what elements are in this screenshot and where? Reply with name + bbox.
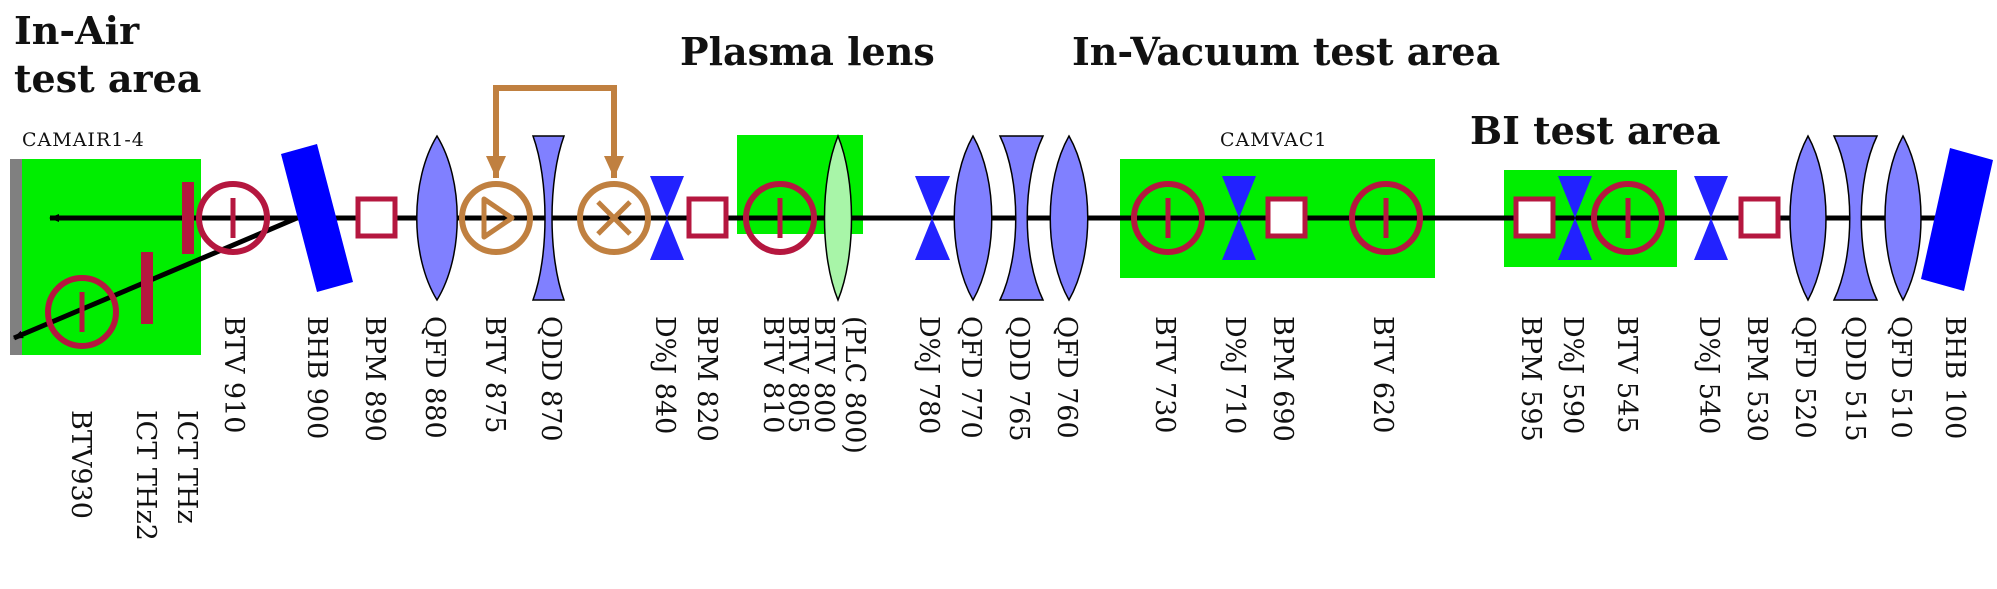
- quad-qfd770: [953, 134, 993, 302]
- camera-label-in-air: CAMAIR1-4: [22, 129, 145, 151]
- label-bhb900: BHB 900: [301, 316, 332, 439]
- quad-qfd760: [1049, 134, 1089, 302]
- label-bpm820: BPM 820: [691, 316, 722, 442]
- label-qfd880: QFD 880: [419, 316, 450, 439]
- label-ict-thz: ICT THz: [171, 410, 202, 524]
- bpm820: [686, 196, 729, 239]
- corrector-dj780: [915, 176, 950, 260]
- bpm530: [1738, 196, 1781, 239]
- corrector-dj540: [1694, 176, 1728, 260]
- quad-qfd510: [1884, 134, 1922, 302]
- label-dj590: D%J 590: [1557, 316, 1588, 434]
- screen-btv910: [196, 181, 270, 255]
- label-qfd520: QFD 520: [1789, 316, 1820, 439]
- label-btv910: BTV 910: [218, 316, 249, 433]
- screen-btv930: [45, 275, 119, 349]
- screen-btv545: [1591, 181, 1665, 255]
- quad-qdd515: [1832, 135, 1879, 301]
- plasma-lens-plc800: [823, 134, 853, 302]
- play-btv875: [459, 181, 533, 255]
- corrector-dj710: [1222, 176, 1256, 260]
- in-air-title-line2: test area: [14, 56, 201, 101]
- quad-qfd520: [1789, 134, 1827, 302]
- label-btv620: BTV 620: [1367, 316, 1398, 433]
- label-ict-thz2: ICT THz2: [130, 410, 161, 541]
- screen-btv620: [1349, 181, 1423, 255]
- bent-beam-arrow: [13, 215, 298, 341]
- beam-dump: [10, 159, 22, 355]
- ict-thz: [182, 182, 194, 254]
- quad-qdd870: [531, 135, 566, 301]
- label-qdd515: QDD 515: [1839, 316, 1870, 442]
- plasma-lens-title: Plasma lens: [680, 29, 935, 74]
- loop-arrow-right: [604, 156, 624, 178]
- cross-btv870: [577, 181, 651, 255]
- quad-qfd880: [416, 134, 458, 302]
- label-qdd765: QDD 765: [1003, 316, 1034, 442]
- label-qdd870: QDD 870: [535, 316, 566, 442]
- bpm890: [355, 196, 398, 239]
- label-bpm530: BPM 530: [1741, 316, 1772, 442]
- screen-btv730: [1131, 181, 1205, 255]
- label-bpm690: BPM 690: [1267, 316, 1298, 442]
- ict-thz2: [141, 252, 153, 324]
- label-btv545: BTV 545: [1611, 316, 1642, 433]
- label-dj840: D%J 840: [649, 316, 680, 434]
- label-bhb100: BHB 100: [1939, 316, 1970, 439]
- label-bpm595: BPM 595: [1515, 316, 1546, 442]
- label-btv810: BTV 810: [757, 316, 788, 433]
- bend-bhb900: [281, 144, 353, 292]
- label-bpm890: BPM 890: [359, 316, 390, 442]
- screen-btv810: [743, 181, 817, 255]
- loop-arrow-left: [486, 156, 506, 178]
- label-btv930: BTV930: [65, 410, 96, 519]
- bpm595: [1513, 196, 1556, 239]
- label-dj540: D%J 540: [1693, 316, 1724, 434]
- camera-label-in-vacuum: CAMVAC1: [1220, 129, 1328, 151]
- label-dj710: D%J 710: [1219, 316, 1250, 434]
- bend-bhb100: [1921, 148, 1993, 291]
- quad-qdd765: [998, 135, 1045, 301]
- label-btv800: BTV 800: [808, 316, 839, 433]
- feedback-loop: [493, 85, 617, 178]
- label-btv805: BTV 805: [782, 316, 813, 433]
- label-qfd770: QFD 770: [955, 316, 986, 439]
- bi-title: BI test area: [1470, 108, 1720, 153]
- label-qfd760: QFD 760: [1051, 316, 1082, 439]
- label-dj780: D%J 780: [913, 316, 944, 434]
- label-qfd510: QFD 510: [1885, 316, 1916, 439]
- label-btv730: BTV 730: [1149, 316, 1180, 433]
- in-vacuum-title: In-Vacuum test area: [1072, 29, 1500, 74]
- label-btv875: BTV 875: [479, 316, 510, 433]
- label-plc800: (PLC 800): [839, 316, 870, 454]
- in-air-title-line1: In-Air: [14, 8, 140, 53]
- corrector-dj590: [1558, 176, 1592, 260]
- corrector-dj840: [650, 176, 684, 260]
- bpm690: [1265, 196, 1308, 239]
